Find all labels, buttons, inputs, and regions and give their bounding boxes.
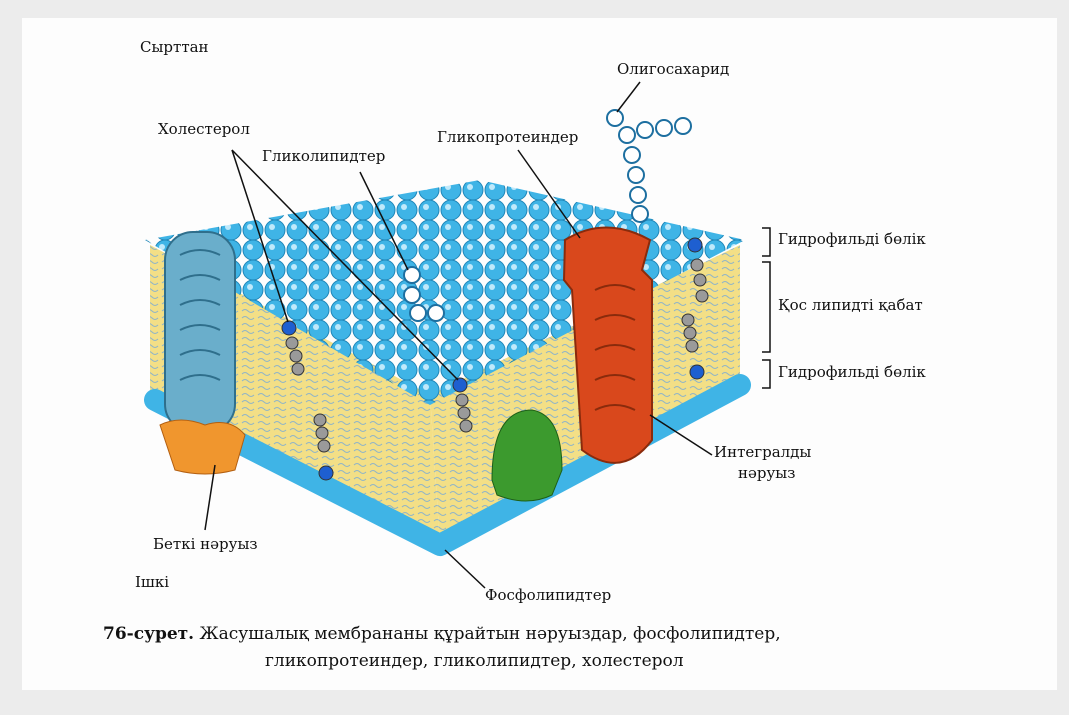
leader-lines <box>204 81 771 589</box>
label-lipid-bilayer: Қос липидті қабат <box>778 296 923 314</box>
glycolipid-sugars <box>403 266 445 322</box>
label-hydrophilic-bottom: Гидрофильді бөлік <box>778 363 926 381</box>
cholesterol-molecules <box>281 237 709 481</box>
label-integral-protein-1: Интегралды <box>714 443 812 461</box>
oligosaccharide-chain <box>606 109 692 223</box>
label-integral-protein-2: нәруыз <box>738 464 796 482</box>
channel-protein <box>164 231 236 433</box>
label-inside: Ішкі <box>135 573 170 591</box>
label-oligosaccharide: Олигосахарид <box>617 60 730 78</box>
label-cholesterol: Холестерол <box>158 120 250 138</box>
label-glycoproteins: Гликопротеиндер <box>437 128 579 146</box>
peripheral-protein <box>159 419 246 475</box>
caption-number: 76-сурет. <box>103 624 195 644</box>
green-protein <box>491 409 563 502</box>
label-peripheral-protein: Беткі нәруыз <box>153 535 258 553</box>
caption-text-1: Жасушалық мембрананы құрайтын нәруыздар,… <box>199 624 781 644</box>
label-phospholipids: Фосфолипидтер <box>485 586 612 604</box>
caption-line-2: гликопротеиндер, гликолипидтер, холестер… <box>265 651 684 671</box>
label-outside: Сырттан <box>140 38 209 56</box>
label-glycolipids: Гликолипидтер <box>262 147 386 165</box>
label-hydrophilic-top: Гидрофильді бөлік <box>778 230 926 248</box>
caption-line-1: 76-сурет. Жасушалық мембрананы құрайтын … <box>103 624 781 644</box>
